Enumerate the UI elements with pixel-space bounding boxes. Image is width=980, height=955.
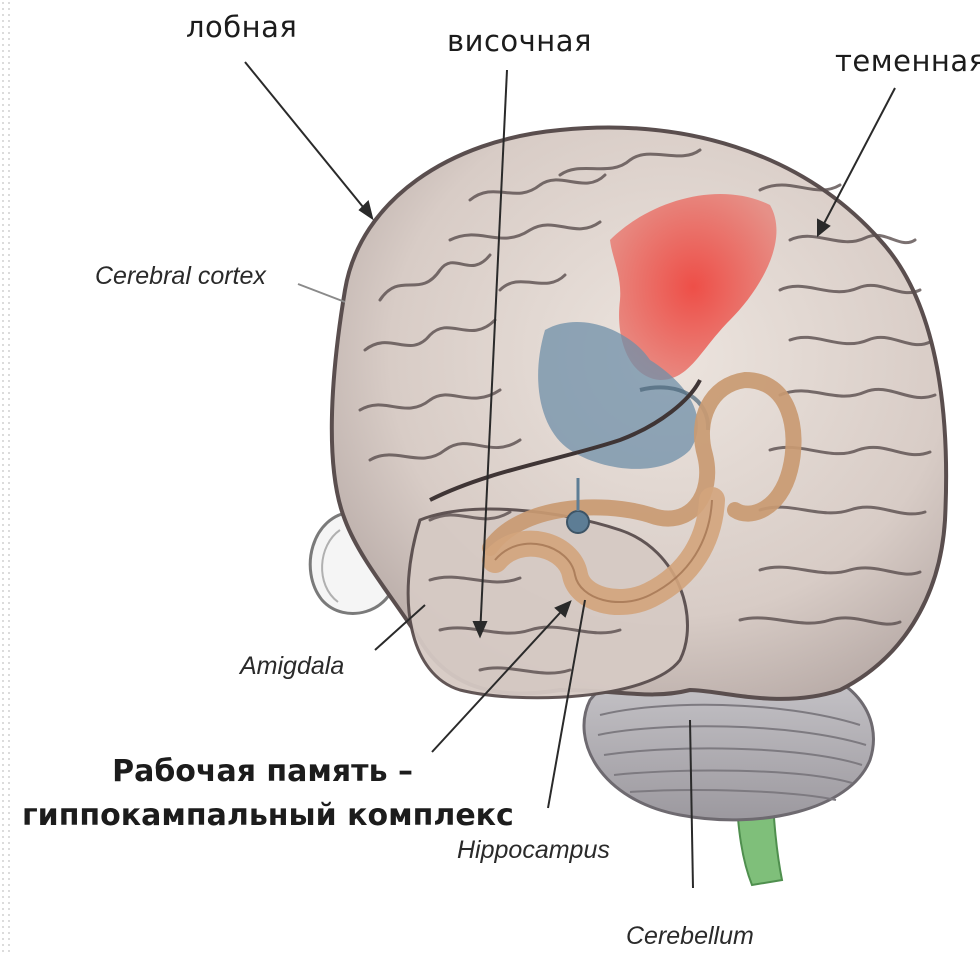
label-parietal: теменная — [835, 44, 980, 78]
label-temporal: височная — [447, 24, 592, 58]
label-hippocampus: Hippocampus — [457, 836, 610, 865]
label-working-memory-line2: гиппокампальный комплекс — [22, 794, 514, 838]
label-cerebellum: Cerebellum — [626, 922, 754, 951]
label-frontal: лобная — [186, 10, 297, 44]
label-amigdala: Amigdala — [240, 652, 344, 681]
amygdala-dot — [567, 511, 589, 533]
label-cerebral-cortex: Cerebral cortex — [95, 262, 266, 291]
label-working-memory-line1: Рабочая память – — [112, 750, 413, 794]
